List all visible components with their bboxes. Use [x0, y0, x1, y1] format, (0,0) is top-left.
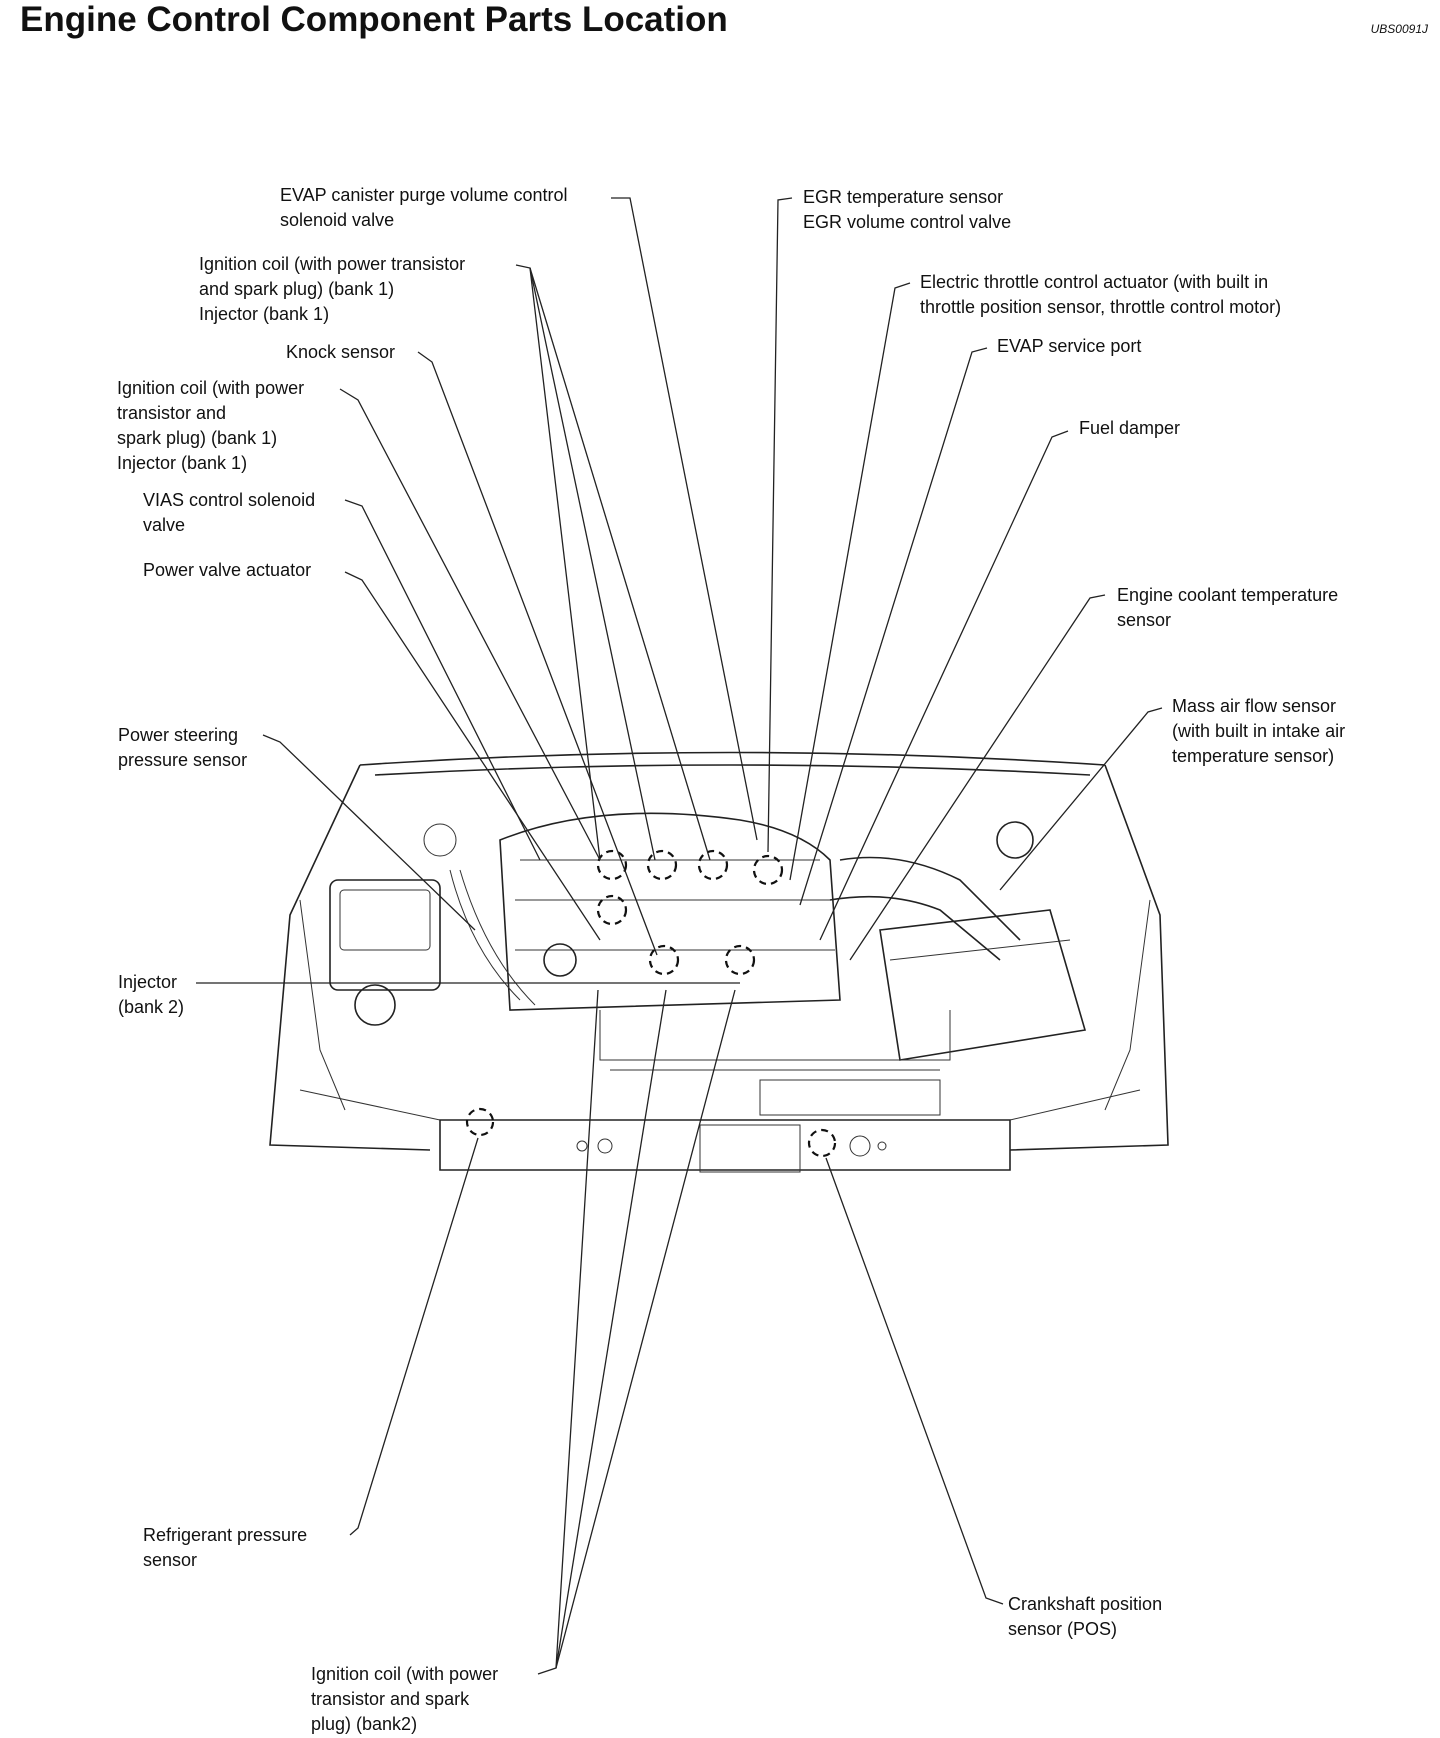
- label-evap-canister-purge-valve: EVAP canister purge volume control solen…: [280, 185, 568, 230]
- label-refrigerant-pressure-sensor: Refrigerant pressure sensor: [143, 1525, 308, 1570]
- location-markers: [465, 849, 837, 1158]
- label-power-steering-pressure-sensor: Power steering pressure sensor: [118, 725, 248, 770]
- label-vias-control-solenoid-valve: VIAS control solenoid valve: [143, 490, 316, 535]
- leader-lines: [196, 197, 1163, 1675]
- label-mass-air-flow-sensor: Mass air flow sensor (with built in inta…: [1172, 696, 1346, 766]
- label-power-valve-actuator: Power valve actuator: [143, 560, 312, 580]
- label-electric-throttle-control-actuator: Electric throttle control actuator (with…: [920, 272, 1282, 317]
- label-ignition-coil-bank2: Ignition coil (with power transistor and…: [311, 1664, 499, 1734]
- engine-compartment-drawing: [269, 751, 1169, 1173]
- label-injector-bank2: Injector (bank 2): [118, 972, 185, 1017]
- figure-reference: UBS0091J: [1370, 22, 1428, 36]
- page-title: Engine Control Component Parts Location: [20, 0, 728, 39]
- label-ignition-coil-bank1-left: Ignition coil (with power transistor and…: [117, 378, 305, 473]
- label-evap-service-port: EVAP service port: [997, 336, 1142, 356]
- label-engine-coolant-temperature-sensor: Engine coolant temperature sensor: [1117, 585, 1339, 630]
- label-knock-sensor: Knock sensor: [286, 342, 396, 362]
- label-crankshaft-position-sensor: Crankshaft position sensor (POS): [1008, 1594, 1163, 1639]
- label-fuel-damper: Fuel damper: [1079, 418, 1181, 438]
- label-egr-sensor-and-valve: EGR temperature sensor EGR volume contro…: [803, 187, 1012, 232]
- label-ignition-coil-bank1-top: Ignition coil (with power transistor and…: [199, 254, 466, 324]
